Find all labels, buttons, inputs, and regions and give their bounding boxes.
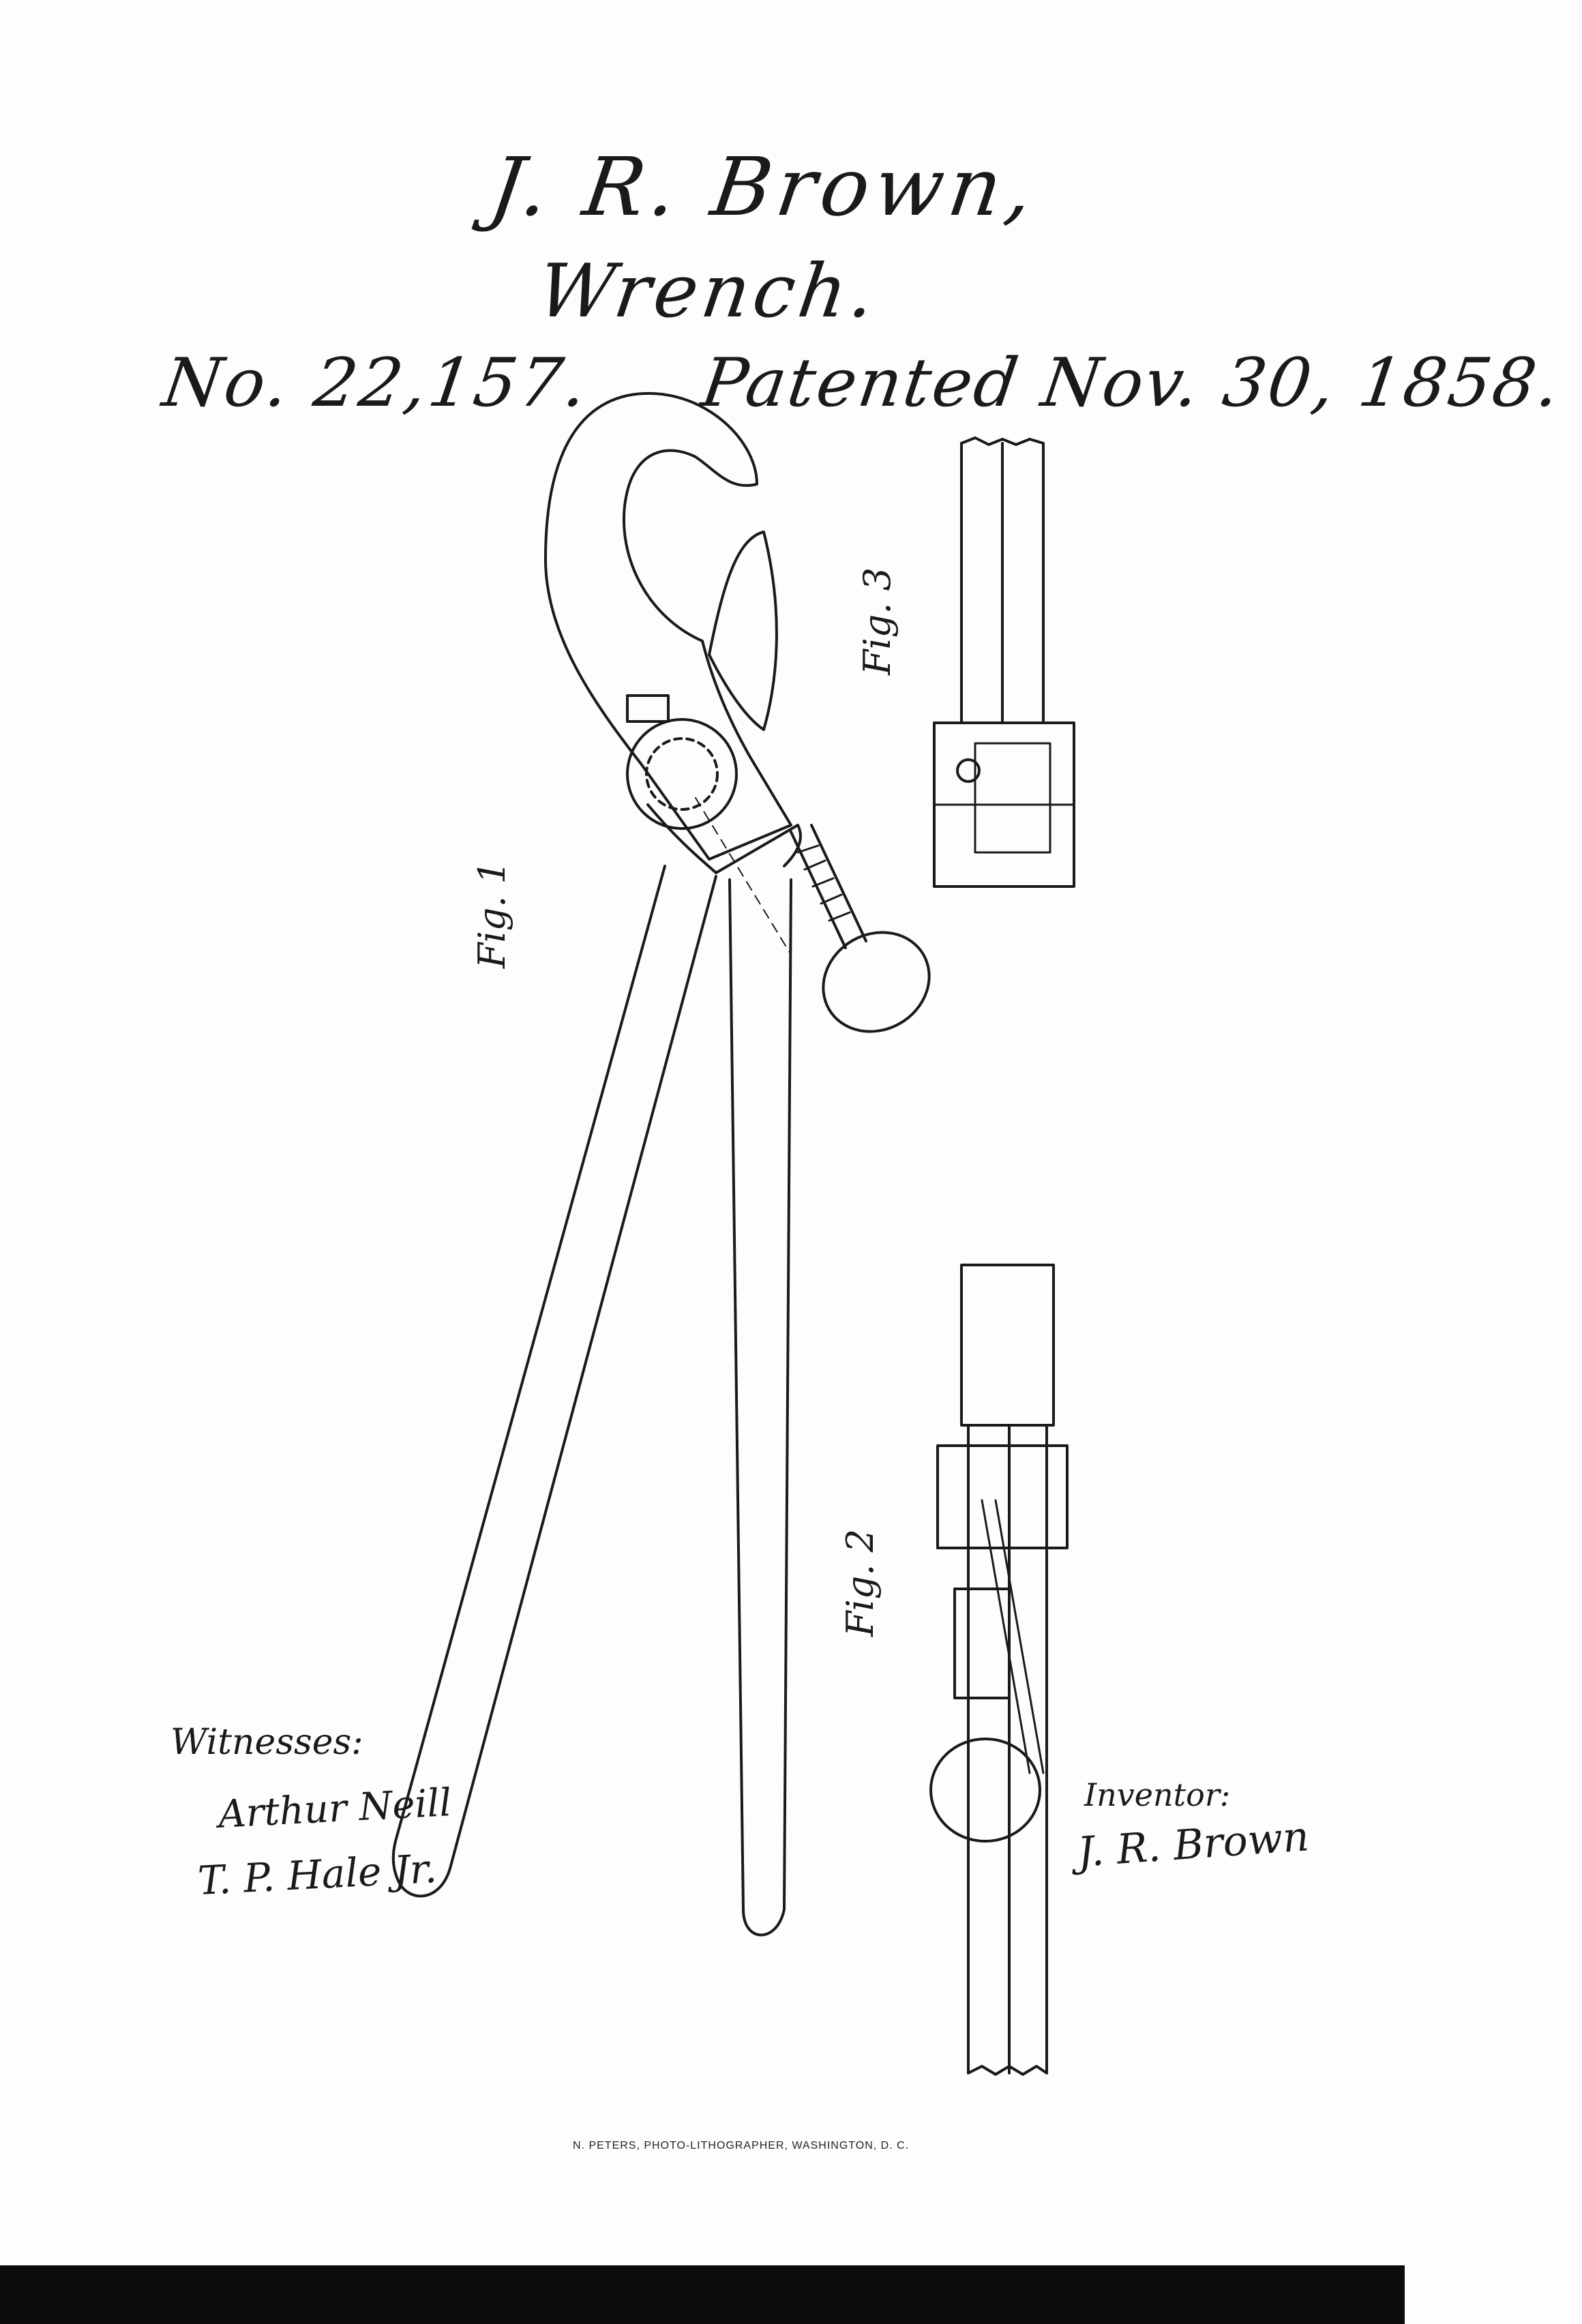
dashed-guide [695, 797, 792, 955]
witnesses-label: Witnesses: [170, 1722, 363, 1763]
fig3-section-drawing [933, 436, 1075, 888]
lug-e [626, 694, 670, 723]
lithographer-credit: N. PETERS, PHOTO-LITHOGRAPHER, WASHINGTO… [573, 2140, 910, 2151]
pivot-disc [626, 718, 738, 830]
jaw-s-outline [708, 531, 778, 731]
left-handle [391, 865, 717, 1898]
fig1-label: Fig. 1 [471, 861, 513, 968]
adjusting-screw [790, 824, 867, 949]
fig1-wrench-drawing [391, 391, 931, 1937]
right-handle [728, 878, 792, 1937]
fig2-label: Fig. 2 [839, 1529, 882, 1637]
fig3-label: Fig. 3 [856, 567, 899, 675]
inventor-label: Inventor: [1084, 1776, 1231, 1813]
jaw-b-body [646, 803, 802, 874]
jaw-a-outline [544, 391, 792, 861]
pivot-inner-disc [645, 737, 719, 811]
scan-bottom-border [0, 2265, 1405, 2324]
screw-threads [796, 844, 851, 922]
screw-knob [822, 931, 931, 1033]
fig2-section-drawing [929, 1264, 1069, 2076]
